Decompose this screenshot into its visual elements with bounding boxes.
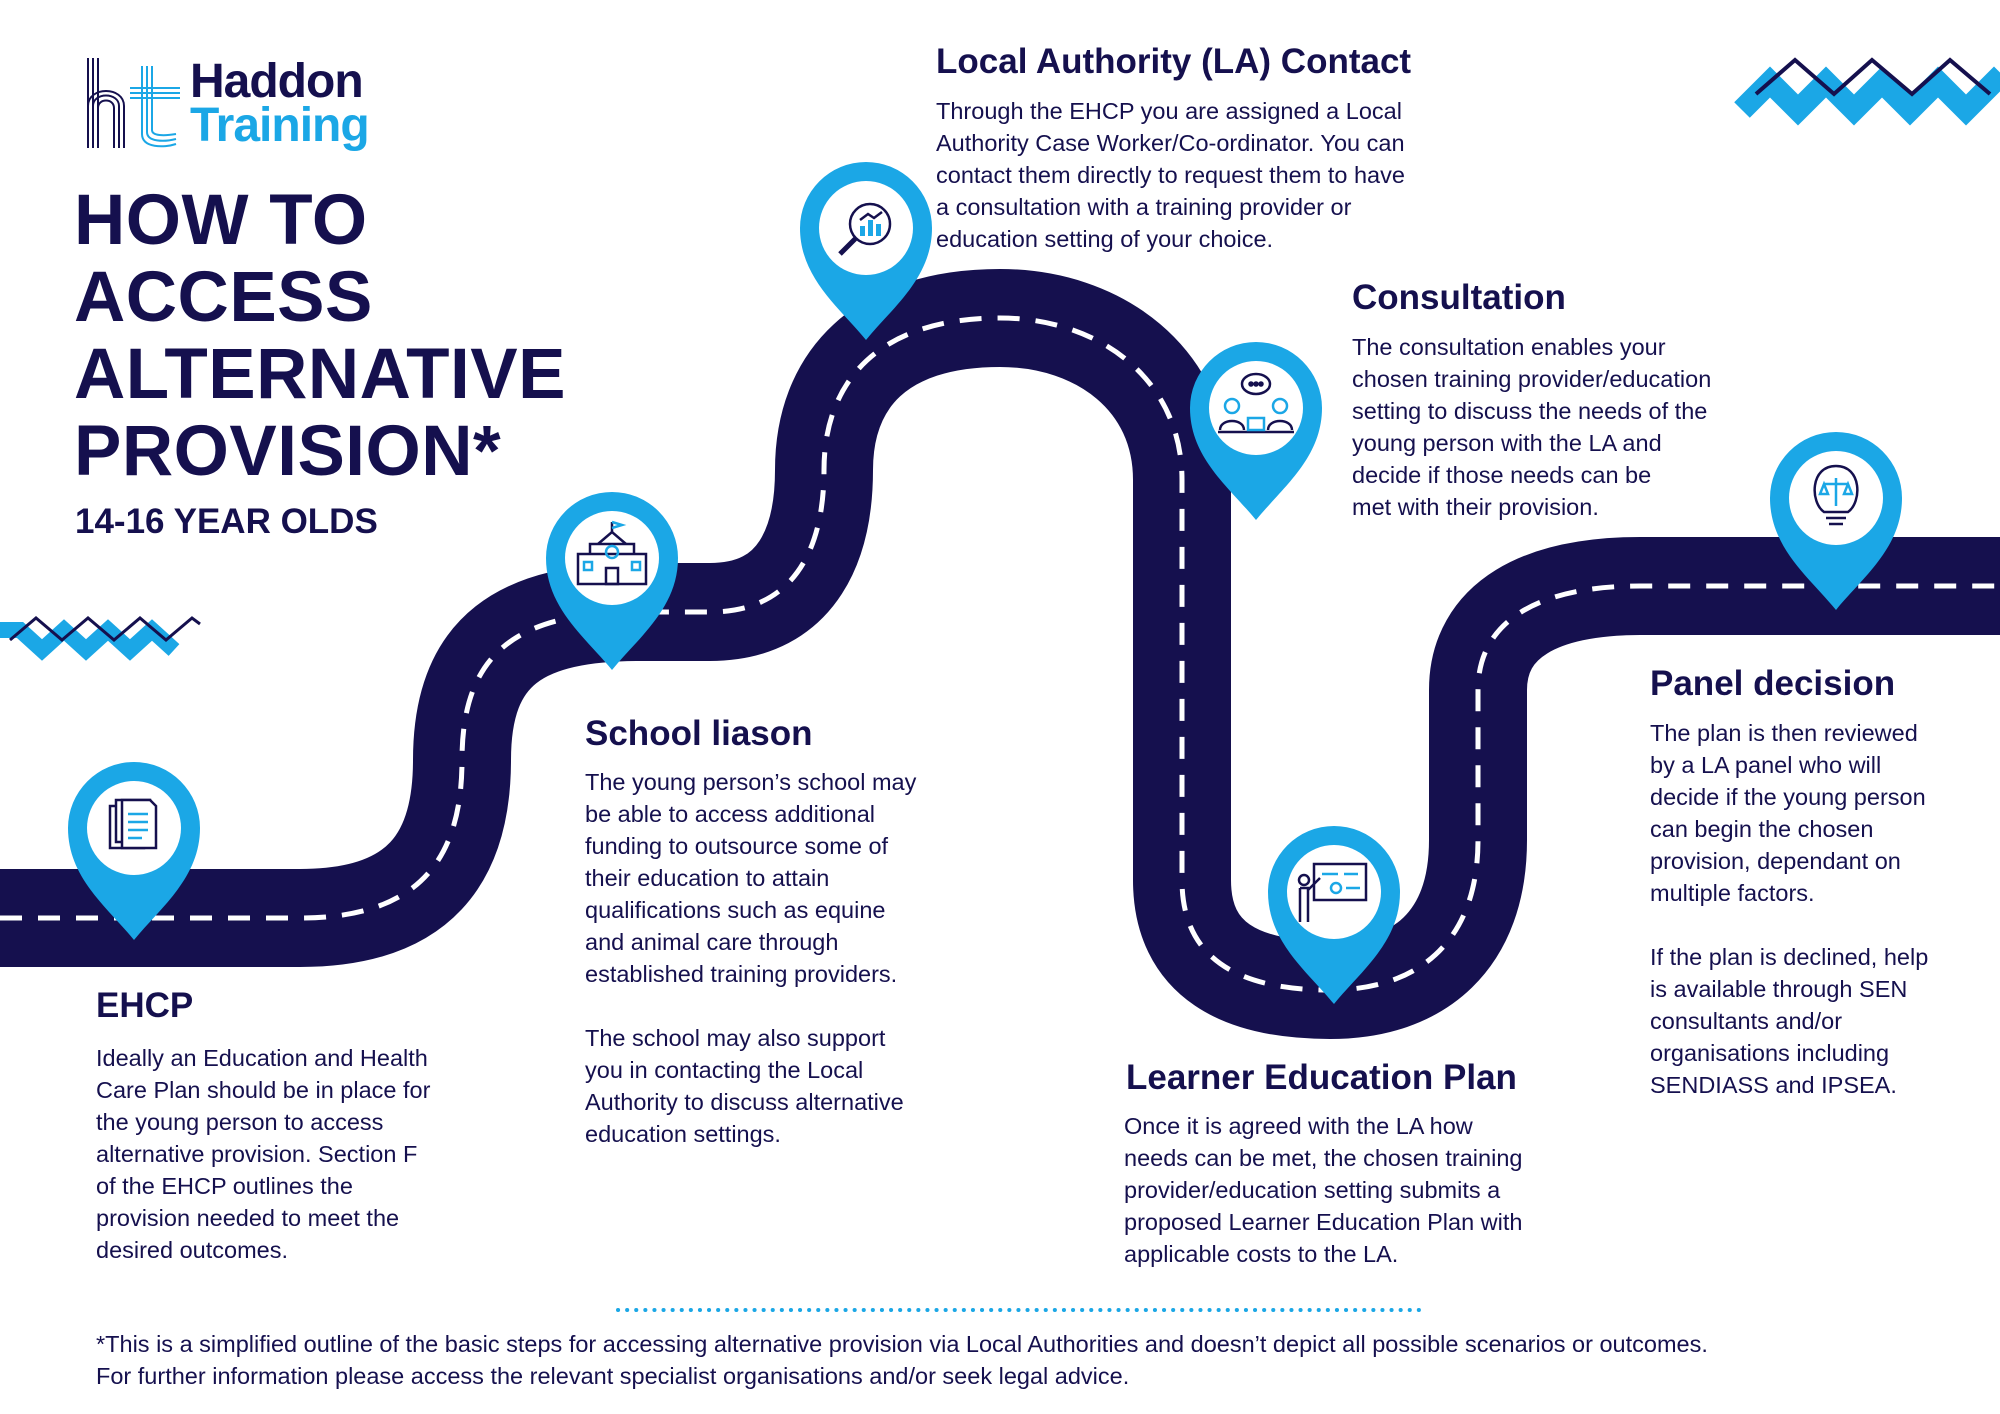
logo: Haddon Training (84, 56, 384, 156)
pin-la-contact (800, 162, 932, 340)
pin-ehcp (68, 762, 200, 940)
step-body-consultation: The consultation enables your chosen tra… (1352, 334, 1712, 520)
road-centre-line (0, 315, 2000, 993)
step-title-la-contact: Local Authority (LA) Contact (936, 42, 1412, 81)
ht-logo-mark (87, 58, 180, 148)
zigzag-decoration-left (0, 616, 201, 661)
logo-text-haddon: Haddon (190, 55, 364, 108)
title-line-1: HOW TO (74, 181, 368, 260)
school-building-icon (576, 520, 648, 586)
step-title-school: School liason (585, 714, 813, 753)
documents-icon (108, 798, 158, 850)
lightbulb-scales-icon (1813, 464, 1859, 526)
meeting-icon (1218, 372, 1294, 434)
step-body-ehcp: Ideally an Education and Health Care Pla… (96, 1045, 431, 1263)
step-title-ehcp: EHCP (96, 986, 194, 1025)
zigzag-decoration-top-right (1734, 57, 2000, 126)
pin-consultation (1190, 342, 1322, 520)
magnifier-chart-icon (838, 202, 892, 256)
page-subtitle: 14-16 YEAR OLDS (75, 502, 378, 541)
footnote: *This is a simplified outline of the bas… (96, 1331, 1708, 1389)
logo-text-training: Training (190, 99, 370, 152)
title-line-4: PROVISION* (74, 412, 502, 491)
step-body-panel: The plan is then reviewed by a LA panel … (1650, 720, 1929, 1098)
step-title-panel: Panel decision (1650, 664, 1896, 703)
pin-panel-decision (1770, 432, 1902, 610)
pin-school (546, 492, 678, 670)
step-body-la-contact: Through the EHCP you are assigned a Loca… (936, 98, 1405, 252)
pin-learner-education-plan (1268, 826, 1400, 1004)
step-body-lep: Once it is agreed with the LA how needs … (1124, 1113, 1523, 1267)
step-body-school: The young person’s school may be able to… (585, 769, 917, 1147)
dotted-divider (616, 1308, 1422, 1312)
title-line-3: ALTERNATIVE (74, 335, 566, 414)
page-title: HOW TO ACCESS ALTERNATIVE PROVISION* (74, 182, 566, 490)
step-title-consultation: Consultation (1352, 278, 1566, 317)
title-line-2: ACCESS (74, 258, 373, 337)
presentation-board-icon (1297, 862, 1368, 922)
step-title-lep: Learner Education Plan (1126, 1058, 1517, 1097)
